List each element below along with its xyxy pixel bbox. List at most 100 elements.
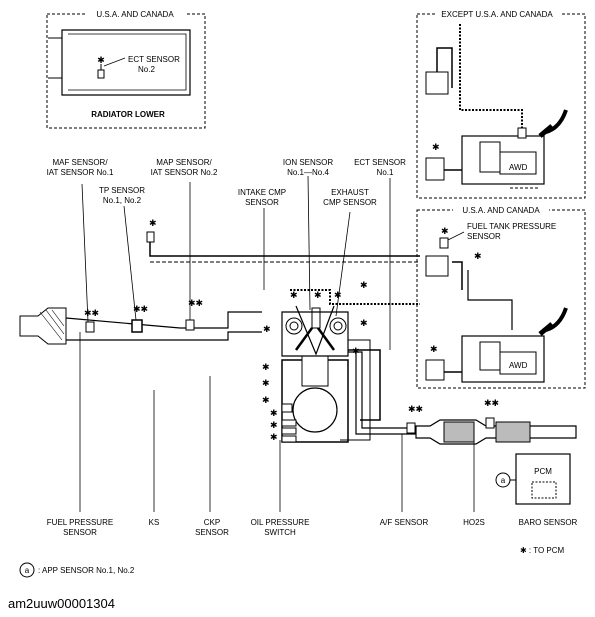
fuel-pressure-sensor-label-1: FUEL PRESSURE bbox=[47, 518, 113, 527]
awd-label: AWD bbox=[509, 163, 528, 172]
svg-text:✱: ✱ bbox=[270, 433, 278, 443]
radiator-tank bbox=[61, 29, 191, 96]
ect-sensor-no1-label-1: ECT SENSOR bbox=[354, 158, 406, 167]
engine bbox=[281, 305, 381, 443]
exhaust-cmp-label-2: CMP SENSOR bbox=[323, 198, 377, 207]
evap-lines: ✱ bbox=[146, 219, 420, 305]
canister-2 bbox=[425, 157, 445, 181]
svg-text:✱: ✱ bbox=[97, 56, 105, 66]
inset-frame bbox=[46, 13, 206, 129]
ion-sensor-body bbox=[311, 307, 321, 329]
svg-text:a: a bbox=[25, 566, 30, 575]
svg-text:✱✱: ✱✱ bbox=[84, 309, 99, 319]
inset-frame bbox=[416, 13, 586, 199]
svg-text:✱✱: ✱✱ bbox=[188, 299, 203, 309]
exhaust-cmp-label-1: EXHAUST bbox=[331, 188, 369, 197]
baro-sensor-label: BARO SENSOR bbox=[519, 518, 578, 527]
ion-sensor-label-1: ION SENSOR bbox=[283, 158, 333, 167]
inset-title: U.S.A. AND CANADA bbox=[96, 10, 174, 19]
svg-text:✱: ✱ bbox=[270, 421, 278, 431]
svg-text:✱✱: ✱✱ bbox=[133, 305, 148, 315]
top-labels: MAF SENSOR/ IAT SENSOR No.1 MAP SENSOR/ … bbox=[47, 158, 407, 207]
intake-camshaft bbox=[285, 317, 303, 335]
ion-sensor-label-2: No.1—No.4 bbox=[287, 168, 329, 177]
svg-text:U.S.A. AND CANADA: U.S.A. AND CANADA bbox=[462, 206, 540, 215]
maf-sensor-label-2: IAT SENSOR No.1 bbox=[47, 168, 114, 177]
ect-sensor-no1-label-2: No.1 bbox=[377, 168, 394, 177]
svg-text:✱: ✱ bbox=[360, 319, 368, 329]
svg-text:✱✱: ✱✱ bbox=[408, 405, 423, 415]
svg-text:✱: ✱ bbox=[290, 291, 298, 301]
piston bbox=[301, 355, 329, 387]
ect-sensor-no2-label-2: No.2 bbox=[138, 65, 155, 74]
svg-text:✱: ✱ bbox=[270, 409, 278, 419]
ckp-sensor-label-1: CKP bbox=[204, 518, 220, 527]
inset-usa-canada-right: U.S.A. AND CANADA ✱ FUEL TANK PRESSURE S… bbox=[416, 205, 586, 389]
intake-cmp-label-2: SENSOR bbox=[245, 198, 279, 207]
ks-label: KS bbox=[149, 518, 160, 527]
ect-sensor-no2-label-1: ECT SENSOR bbox=[128, 55, 180, 64]
fuel-tank-pressure-sensor bbox=[439, 237, 449, 249]
intake-cmp-label-1: INTAKE CMP bbox=[238, 188, 286, 197]
intake-system: ✱✱ ✱✱ ✱✱ bbox=[19, 299, 262, 345]
figure-code: am2uuw00001304 bbox=[8, 596, 115, 611]
svg-text:✱: ✱ bbox=[430, 345, 438, 355]
svg-text:FUEL TANK PRESSURE: FUEL TANK PRESSURE bbox=[467, 222, 556, 231]
map-sensor-body bbox=[185, 319, 195, 331]
crankshaft bbox=[292, 387, 338, 433]
tp-sensor-label-2: No.1, No.2 bbox=[103, 196, 142, 205]
inset-except-usa: EXCEPT U.S.A. AND CANADA ✱ AWD bbox=[416, 9, 586, 199]
pcm-group: PCM a bbox=[495, 453, 571, 505]
ho2s-body bbox=[485, 417, 495, 429]
svg-text:EXCEPT U.S.A. AND CANADA: EXCEPT U.S.A. AND CANADA bbox=[441, 10, 553, 19]
tp-sensor-label-1: TP SENSOR bbox=[99, 186, 145, 195]
map-sensor-label-1: MAP SENSOR/ bbox=[156, 158, 212, 167]
throttle-body bbox=[131, 319, 143, 333]
fuel-pressure-sensor-label-2: SENSOR bbox=[63, 528, 97, 537]
af-sensor-body bbox=[406, 422, 416, 434]
engine-sensor-marks: ✱ ✱ ✱ ✱ ✱ ✱ ✱ ✱ ✱ ✱ ✱ ✱ ✱ bbox=[262, 281, 368, 443]
app-sensor-note: : APP SENSOR No.1, No.2 bbox=[38, 566, 135, 575]
svg-text:✱: ✱ bbox=[474, 252, 482, 262]
leader-lines bbox=[79, 175, 475, 512]
svg-text:SENSOR: SENSOR bbox=[467, 232, 501, 241]
fuel-tank bbox=[461, 135, 545, 185]
svg-text:AWD: AWD bbox=[509, 361, 528, 370]
air-cleaner bbox=[19, 307, 67, 345]
catalytic-converter-1 bbox=[443, 421, 475, 443]
svg-text:✱: ✱ bbox=[263, 325, 271, 335]
svg-text:✱✱: ✱✱ bbox=[484, 399, 499, 409]
legend-notes: ✱ : TO PCM a : APP SENSOR No.1, No.2 bbox=[19, 546, 565, 578]
circle-a-legend bbox=[19, 562, 35, 578]
svg-text:✱: ✱ bbox=[262, 396, 270, 406]
exhaust-camshaft bbox=[329, 317, 347, 335]
pcm-label: PCM bbox=[534, 467, 552, 476]
map-sensor-label-2: IAT SENSOR No.2 bbox=[151, 168, 218, 177]
oil-pressure-switch-label-2: SWITCH bbox=[264, 528, 296, 537]
svg-text:✱: ✱ bbox=[149, 219, 157, 229]
oil-pressure-switch-label-1: OIL PRESSURE bbox=[251, 518, 310, 527]
ho2s-label: HO2S bbox=[463, 518, 485, 527]
baro-sensor-box bbox=[531, 481, 557, 499]
catalytic-converter-2 bbox=[495, 421, 531, 443]
radiator-lower-label: RADIATOR LOWER bbox=[91, 110, 165, 119]
svg-text:a: a bbox=[501, 476, 506, 485]
svg-text:✱: ✱ bbox=[334, 291, 342, 301]
svg-text:✱: ✱ bbox=[262, 379, 270, 389]
svg-text:✱: ✱ bbox=[314, 291, 322, 301]
inset-radiator: U.S.A. AND CANADA ✱ ECT SENSOR No.2 RADI… bbox=[46, 9, 206, 129]
canister bbox=[425, 71, 449, 95]
inset-frame bbox=[416, 209, 586, 389]
svg-text:✱: ✱ bbox=[432, 143, 440, 153]
ckp-sensor-label-2: SENSOR bbox=[195, 528, 229, 537]
pcm-box bbox=[515, 453, 571, 505]
svg-text:✱: ✱ bbox=[360, 281, 368, 291]
svg-text:✱: ✱ bbox=[262, 363, 270, 373]
bottom-labels: FUEL PRESSURE SENSOR KS CKP SENSOR OIL P… bbox=[47, 518, 578, 537]
cylinder-head bbox=[281, 311, 349, 357]
maf-sensor-body bbox=[85, 321, 95, 333]
svg-text:✱: ✱ bbox=[441, 227, 449, 237]
af-sensor-label: A/F SENSOR bbox=[380, 518, 429, 527]
